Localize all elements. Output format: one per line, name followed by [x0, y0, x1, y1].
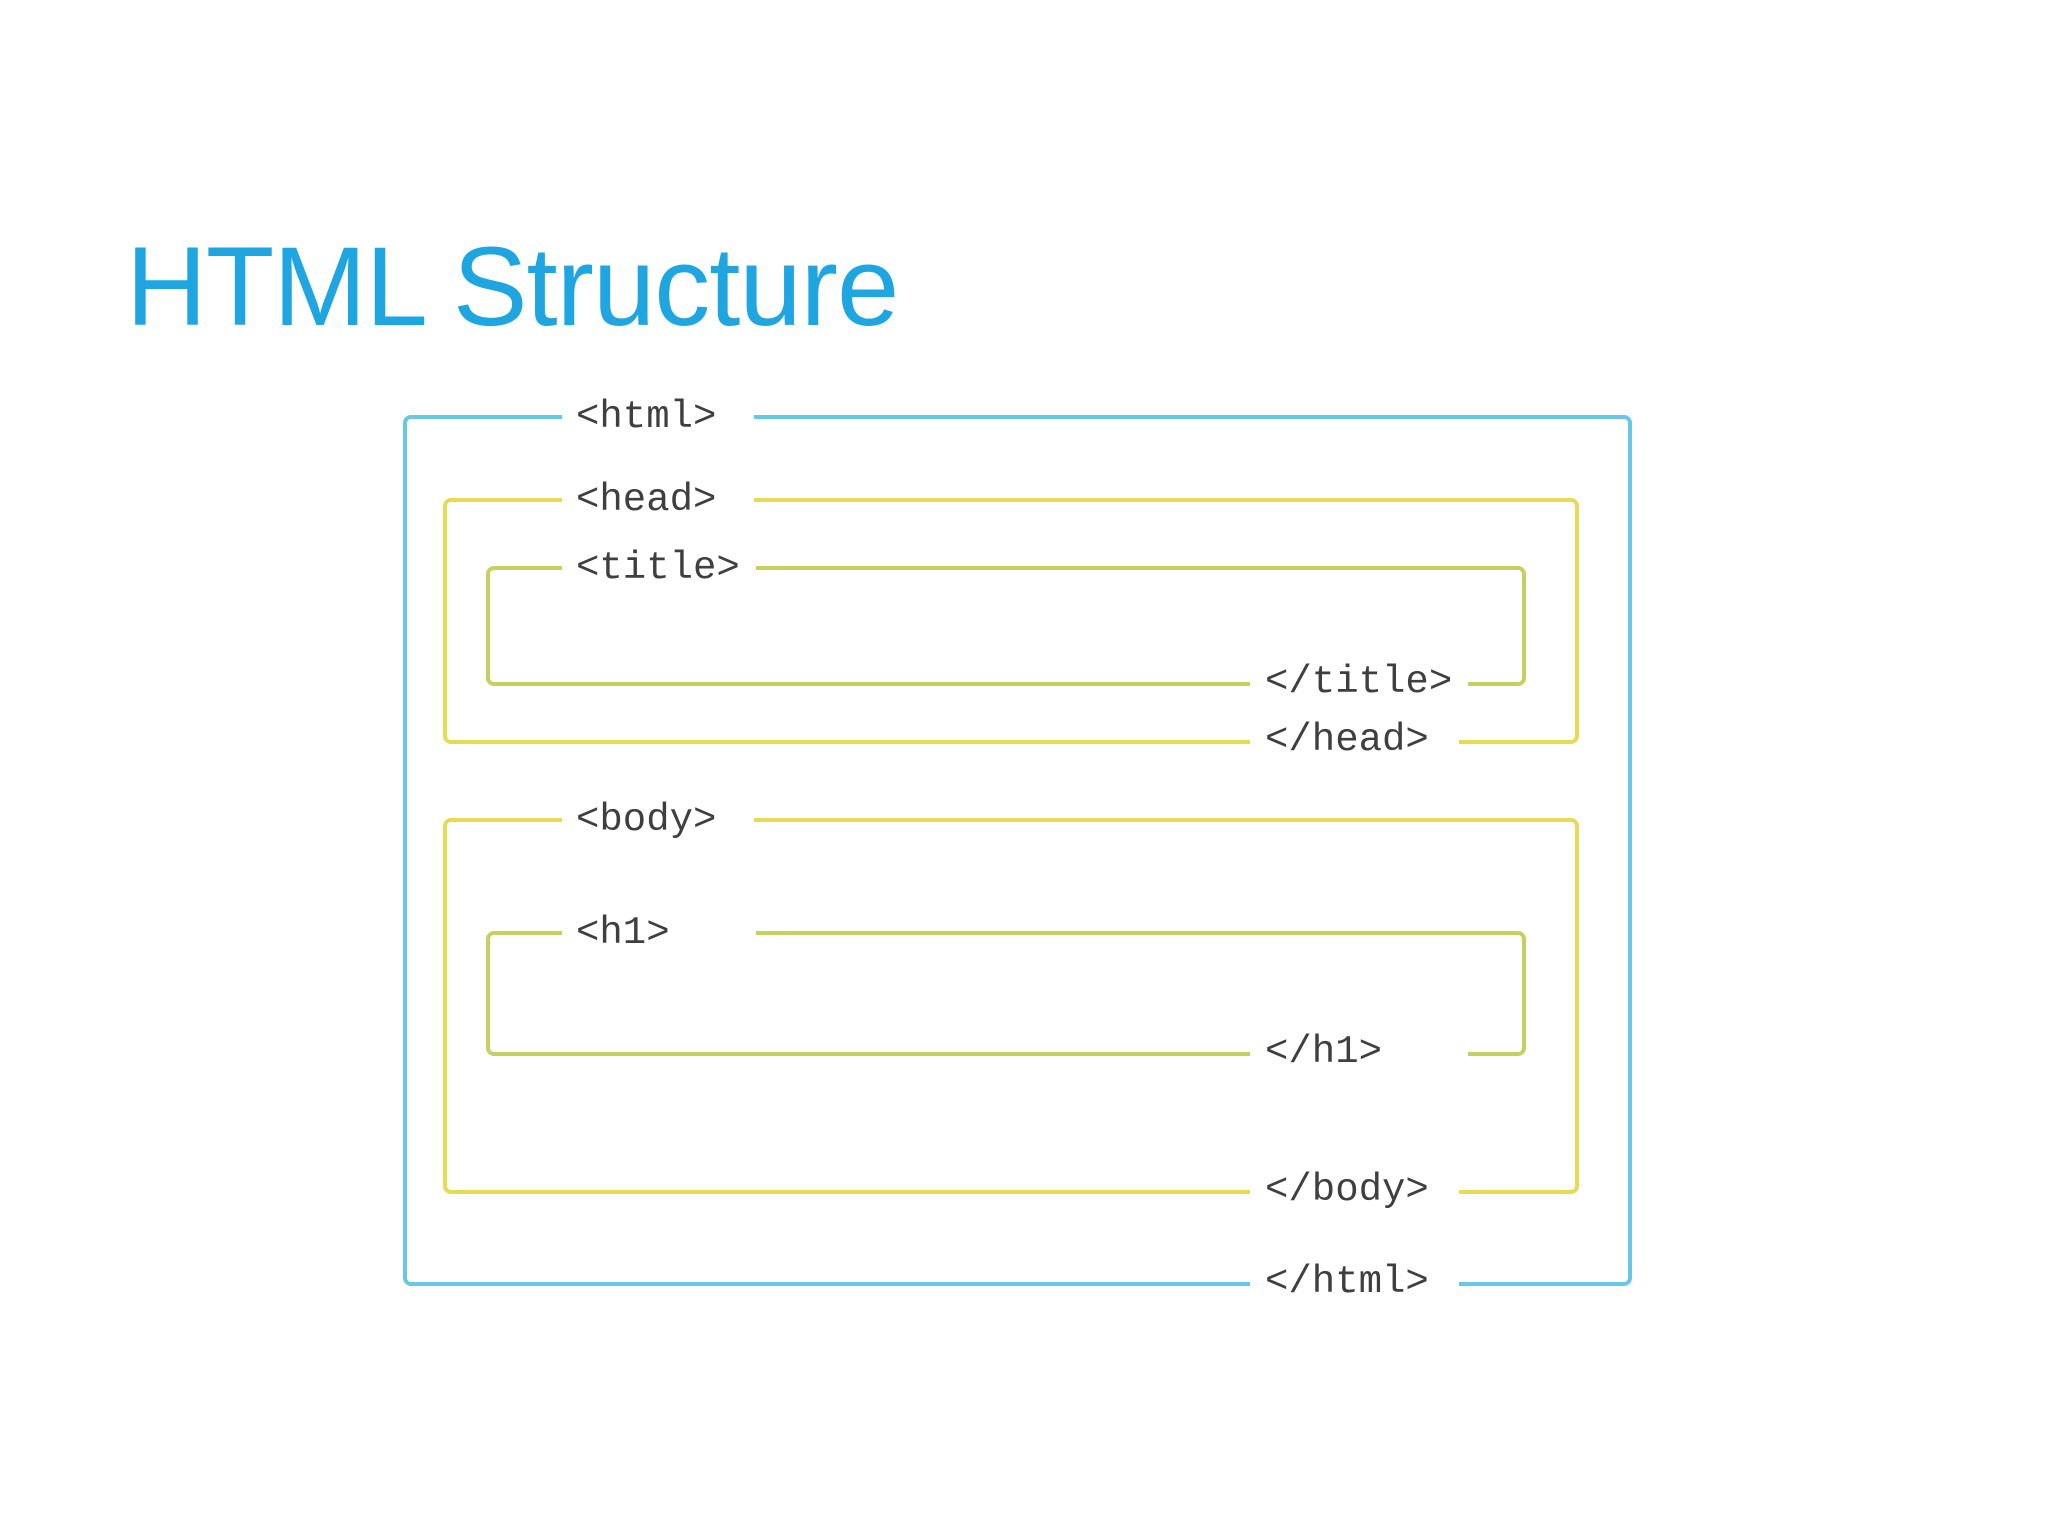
h1-open-tag-label: <h1>: [562, 909, 756, 957]
title-close-tag-label: </title>: [1250, 658, 1469, 706]
html-open-tag-label: <html>: [562, 393, 755, 441]
h1-close-tag-label: </h1>: [1250, 1028, 1469, 1076]
page-title: HTML Structure: [126, 224, 899, 350]
head-box: [443, 498, 1579, 744]
head-close-tag-label: </head>: [1250, 716, 1459, 764]
title-open-tag-label: <title>: [562, 544, 756, 592]
body-open-tag-label: <body>: [562, 796, 755, 844]
title-box: [486, 566, 1526, 686]
html-close-tag-label: </html>: [1250, 1258, 1459, 1306]
body-box: [443, 818, 1579, 1194]
h1-box: [486, 931, 1526, 1056]
body-close-tag-label: </body>: [1250, 1166, 1459, 1214]
html-box: [403, 415, 1632, 1286]
head-open-tag-label: <head>: [562, 476, 755, 524]
